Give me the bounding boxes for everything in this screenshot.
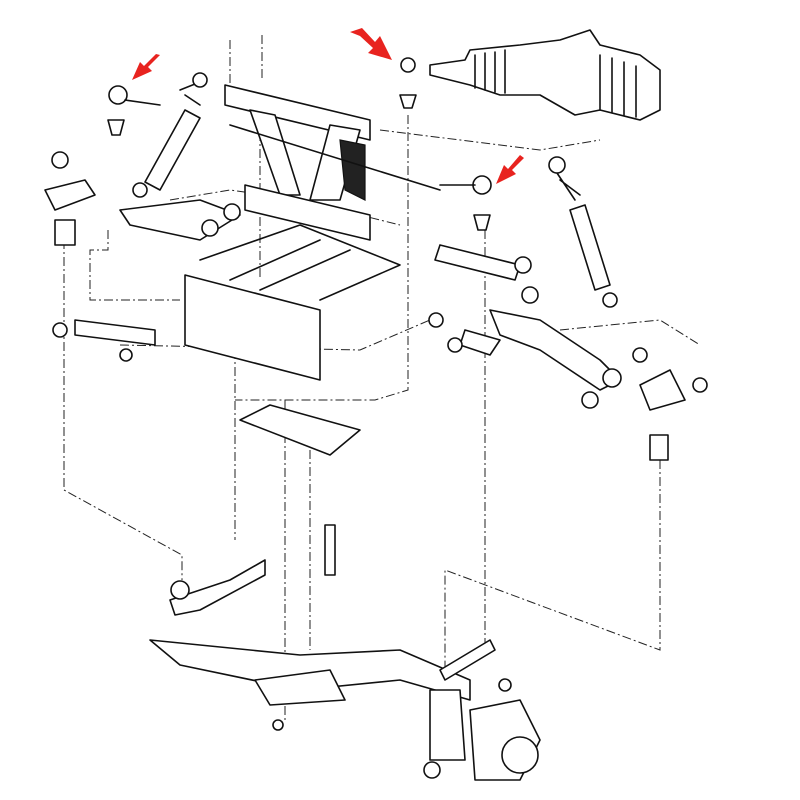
callout-arrows [132,28,524,184]
tie-rod-end-right [439,175,492,231]
control-arms [52,199,648,409]
red-arrow-icon [132,54,160,80]
mount-brackets [44,151,708,461]
tie-rod-end-left [107,85,161,136]
shock-absorber-left [132,72,208,198]
red-arrow-icon [496,155,524,184]
floor-plate [184,224,401,456]
shock-absorber-right [548,156,618,308]
red-arrow-icon [350,28,392,60]
steering-rack [399,29,661,121]
crossmember [224,84,441,241]
front-axle [149,524,541,781]
